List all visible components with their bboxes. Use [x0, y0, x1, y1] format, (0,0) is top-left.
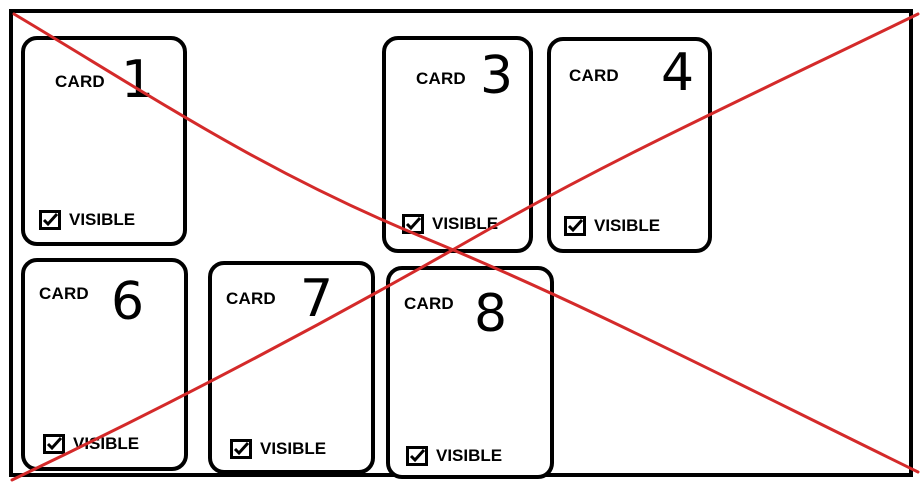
card-3[interactable]: CARD 3 VISIBLE — [382, 36, 533, 253]
card-number: 3 — [480, 46, 514, 106]
card-number: 8 — [474, 284, 508, 344]
card-7[interactable]: CARD 7 VISIBLE — [208, 261, 375, 474]
card-number: 1 — [121, 50, 155, 110]
visible-label: VISIBLE — [260, 439, 327, 458]
visible-label: VISIBLE — [73, 434, 140, 453]
checkbox-checked-icon[interactable] — [402, 214, 424, 234]
visible-toggle[interactable]: VISIBLE — [564, 216, 660, 236]
card-number: 4 — [661, 43, 695, 103]
card-number: 6 — [111, 272, 145, 332]
visible-toggle[interactable]: VISIBLE — [43, 434, 139, 454]
visible-toggle[interactable]: VISIBLE — [402, 214, 498, 234]
checkbox-checked-icon[interactable] — [43, 434, 65, 454]
checkbox-checked-icon[interactable] — [230, 439, 252, 459]
card-8[interactable]: CARD 8 VISIBLE — [386, 266, 554, 479]
card-label: CARD — [404, 294, 454, 313]
visible-toggle[interactable]: VISIBLE — [230, 439, 326, 459]
card-6[interactable]: CARD 6 VISIBLE — [21, 258, 188, 471]
checkbox-checked-icon[interactable] — [564, 216, 586, 236]
checkbox-checked-icon[interactable] — [39, 210, 61, 230]
visible-label: VISIBLE — [432, 214, 499, 233]
card-4[interactable]: CARD 4 VISIBLE — [547, 37, 712, 253]
visible-label: VISIBLE — [594, 216, 661, 235]
checkbox-checked-icon[interactable] — [406, 446, 428, 466]
card-label: CARD — [39, 284, 89, 303]
visible-toggle[interactable]: VISIBLE — [406, 446, 502, 466]
card-label: CARD — [55, 72, 105, 91]
visible-toggle[interactable]: VISIBLE — [39, 210, 135, 230]
card-number: 7 — [300, 269, 334, 329]
card-1[interactable]: CARD 1 VISIBLE — [21, 36, 187, 246]
visible-label: VISIBLE — [436, 446, 503, 465]
card-label: CARD — [416, 69, 466, 88]
visible-label: VISIBLE — [69, 210, 136, 229]
card-label: CARD — [226, 289, 276, 308]
card-label: CARD — [569, 66, 619, 85]
